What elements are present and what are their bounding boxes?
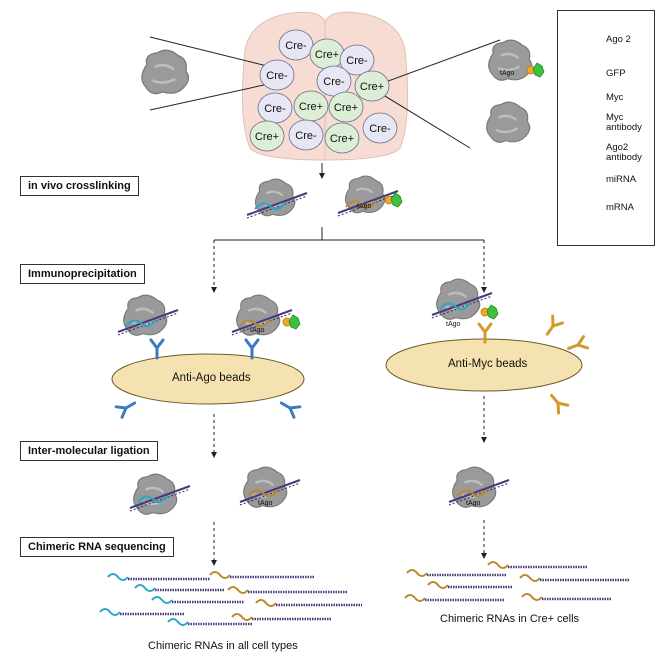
step-immunoprecipitation: Immunoprecipitation	[20, 264, 145, 284]
chimeric-rna-read	[167, 618, 252, 626]
caption-cre-cells: Chimeric RNAs in Cre+ cells	[440, 613, 580, 625]
cell-label: Cre-	[266, 70, 288, 82]
split-bracket	[211, 227, 487, 293]
cell-cre-negative	[362, 112, 398, 144]
cell-label: Cre+	[334, 102, 358, 114]
legend-label-myc: Myc	[606, 92, 624, 103]
chimeric-rna-read	[521, 593, 612, 601]
cell-label: Cre-	[369, 123, 391, 135]
legend-label-ago2: Ago 2	[606, 34, 631, 45]
ago2-antibody-icon	[149, 338, 165, 360]
chimeric-rna-read	[427, 581, 512, 589]
cell-cre-positive	[324, 122, 360, 154]
chimeric-rna-read	[404, 594, 505, 602]
chimeric-rna-read	[209, 571, 315, 579]
ago2-antibody-icon	[276, 396, 302, 419]
chimeric-rna-read	[107, 573, 210, 581]
cell-label: Cre-	[264, 103, 286, 115]
ago2-protein	[485, 100, 531, 144]
tago-label: tAgo	[500, 70, 515, 77]
chimeric-rna-read	[227, 586, 348, 594]
tago-label: tAgo	[466, 500, 481, 507]
tago-label: tAgo	[357, 203, 372, 210]
cell-cre-negative	[288, 119, 324, 151]
chimeric-rna-read	[231, 613, 332, 621]
ago2-antibody-icon	[114, 396, 140, 419]
cell-label: Cre+	[360, 81, 384, 93]
tago-label: tAgo	[250, 327, 265, 334]
cell-label: Cre-	[346, 55, 368, 67]
tago-label: tAgo	[258, 500, 273, 507]
cell-label: Cre-	[323, 76, 345, 88]
cell-label: Cre+	[315, 49, 339, 61]
cell-group: Cre-Cre+Cre-Cre-Cre-Cre+Cre-Cre+Cre+Cre+…	[249, 29, 398, 154]
chimeric-rna-read	[255, 599, 362, 607]
ago2-protein	[122, 293, 168, 337]
anti-myc-bead-label: Anti-Myc beads	[448, 358, 528, 370]
cell-label: Cre+	[299, 101, 323, 113]
ago2-antibody-icon	[244, 338, 260, 360]
step-sequencing: Chimeric RNA sequencing	[20, 537, 174, 557]
cell-label: Cre+	[330, 133, 354, 145]
gfp-myc-tag-icon	[282, 314, 301, 330]
chimeric-rna-read	[99, 608, 184, 616]
chimeric-rna-read	[406, 569, 507, 577]
step-crosslinking: in vivo crosslinking	[20, 176, 139, 196]
cell-label: Cre+	[255, 131, 279, 143]
cell-label: Cre-	[295, 130, 317, 142]
myc-antibody-icon	[545, 389, 570, 415]
myc-antibody-icon	[565, 335, 590, 356]
legend-label-gfp: GFP	[606, 68, 626, 79]
legend-label-mirna: miRNA	[606, 174, 637, 185]
step-ligation: Inter-molecular ligation	[20, 441, 158, 461]
legend-label-ago2-antibody: Ago2 antibody	[606, 142, 642, 163]
cell-cre-positive	[249, 120, 285, 152]
pointer-lines	[149, 36, 501, 149]
cell-cre-positive	[328, 91, 364, 123]
chimeric-rna-read	[519, 574, 630, 582]
ago2-protein	[140, 48, 190, 95]
legend-label-mrna: mRNA	[606, 202, 634, 213]
chimeric-rna-read	[487, 561, 588, 569]
anti-ago-bead-label: Anti-Ago beads	[172, 372, 251, 384]
gfp-myc-tag-icon	[480, 304, 499, 320]
myc-antibody-icon	[540, 314, 565, 340]
legend-label-myc-antibody: Myc antibody	[606, 112, 642, 133]
cell-cre-positive	[354, 70, 390, 102]
caption-all-cells: Chimeric RNAs in all cell types	[148, 640, 298, 652]
cell-cre-negative	[259, 59, 295, 91]
chimeric-read-group	[99, 561, 630, 626]
cell-cre-negative	[339, 44, 375, 76]
cell-label: Cre-	[285, 40, 307, 52]
chimeric-rna-read	[134, 584, 225, 592]
tago-label: tAgo	[446, 321, 461, 328]
legend-panel: Ago 2 GFP Myc Myc antibody Ago2 antibody…	[557, 10, 655, 246]
anti-ago-bead	[111, 353, 305, 405]
chimeric-rna-read	[151, 596, 244, 604]
